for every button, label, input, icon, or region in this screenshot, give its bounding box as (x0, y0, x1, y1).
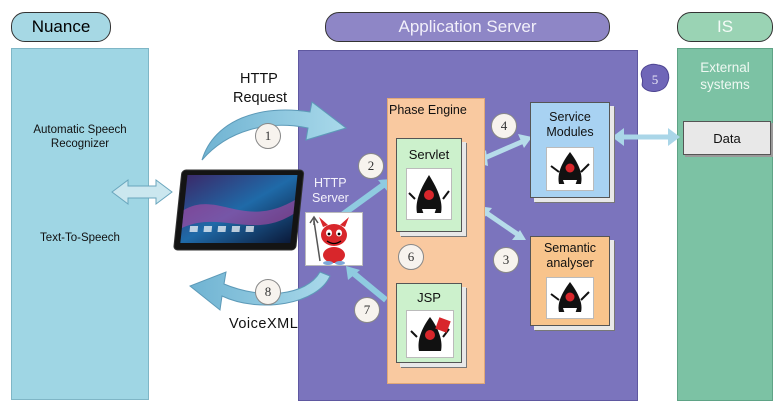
application-server-header: Application Server (325, 12, 610, 42)
duke-icon-service (550, 152, 590, 186)
step-8: 8 (255, 279, 281, 305)
nuance-tablet-double-arrow (111, 179, 173, 205)
semantic-analyser-duke-image (546, 277, 594, 319)
semantic-analyser-label-line2: analyser (546, 256, 594, 270)
semantic-analyser-label-line1: Semantic (543, 241, 597, 255)
duke-icon-semantic (550, 282, 590, 314)
http-server-label-line1: HTTP (314, 176, 347, 190)
step-5-blob (640, 63, 670, 92)
duke-icon-jsp (410, 317, 451, 351)
is-header: IS (677, 12, 773, 42)
http-request-arrow (201, 101, 348, 161)
step-1: 1 (255, 123, 281, 149)
data-box: Data (683, 121, 771, 155)
servlet-service-arrow (479, 137, 527, 163)
jsp-label: JSP (417, 290, 441, 305)
step-3: 3 (493, 247, 519, 273)
step-4: 4 (491, 113, 517, 139)
phase-engine-title: Phase Engine (389, 103, 467, 117)
voicexml-label: VoiceXML (229, 316, 299, 332)
http-request-label-line1: HTTP (240, 71, 278, 87)
nuance-header: Nuance (11, 12, 111, 42)
jsp-to-server-arrow (350, 269, 388, 303)
external-systems-label-line1: External (700, 60, 750, 75)
servlet-semantic-arrow (480, 207, 522, 239)
server-to-servlet-arrow (340, 180, 388, 218)
service-modules-label-line1: Service (549, 110, 591, 124)
data-label: Data (713, 130, 741, 146)
asr-label-line1: Automatic Speech (33, 124, 127, 136)
voicexml-arrow (189, 271, 331, 311)
http-server-daemon-image (305, 212, 363, 266)
servlet-label: Servlet (408, 147, 450, 162)
http-request-label-line2: Request (233, 90, 288, 106)
daemon-icon (309, 215, 349, 265)
step-7: 7 (354, 297, 380, 323)
service-modules-duke-image (546, 147, 594, 191)
step-5: 5 (651, 72, 659, 87)
duke-icon (408, 175, 450, 215)
external-systems-label-line2: systems (700, 77, 750, 92)
step-6: 6 (398, 244, 424, 270)
asr-label-line2: Recognizer (50, 138, 110, 150)
nuance-column (11, 48, 149, 400)
http-server-label-line2: Server (312, 191, 349, 205)
service-modules-label-line2: Modules (546, 125, 594, 139)
tablet-icon (173, 169, 305, 251)
step-2: 2 (358, 153, 384, 179)
servlet-duke-image (406, 168, 452, 220)
tts-label: Text-To-Speech (40, 232, 120, 244)
jsp-duke-image (406, 310, 454, 358)
